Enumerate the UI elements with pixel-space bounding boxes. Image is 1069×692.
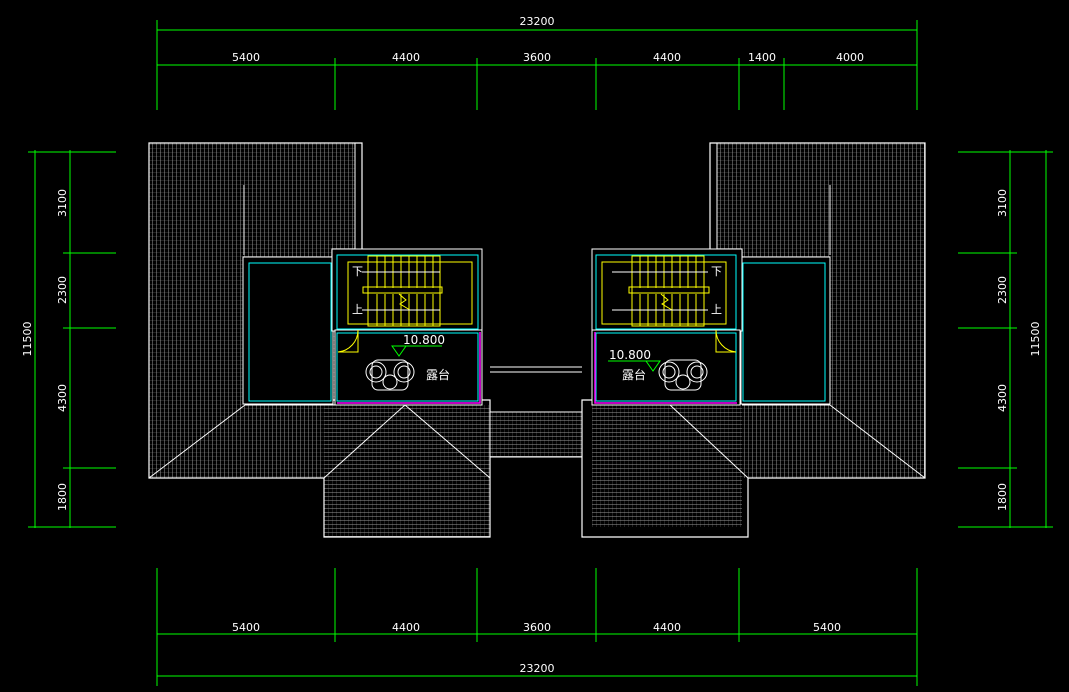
right-room-block	[591, 248, 831, 406]
bottom-total-dim: 23200	[520, 662, 555, 675]
top-dim-4: 4400	[653, 51, 681, 64]
top-dimensions	[156, 20, 918, 110]
top-dim-6: 4000	[836, 51, 864, 64]
left-dimensions	[28, 150, 116, 528]
top-dim-3: 3600	[523, 51, 551, 64]
left-dim-1: 3100	[56, 189, 69, 217]
bottom-dim-3: 3600	[523, 621, 551, 634]
bottom-dimensions	[156, 568, 918, 686]
right-dimensions	[958, 150, 1053, 528]
bottom-dim-1: 5400	[232, 621, 260, 634]
left-door-swing	[337, 329, 359, 353]
right-door-swing	[715, 329, 737, 353]
top-dim-1: 5400	[232, 51, 260, 64]
left-stair-arrows	[362, 271, 440, 311]
left-elevation-mark	[391, 345, 442, 357]
left-dim-3: 4300	[56, 384, 69, 412]
right-total-dim: 11500	[1029, 322, 1042, 357]
left-elevation-label: 10.800	[403, 333, 445, 347]
left-ac-unit-icon	[365, 359, 415, 391]
right-ac-unit-icon	[658, 359, 708, 391]
left-terrace-label: 露台	[426, 367, 450, 382]
right-stair-arrows	[612, 271, 708, 311]
left-room-block	[242, 248, 483, 406]
left-dim-2: 2300	[56, 276, 69, 304]
left-stair-up-label: 上	[352, 303, 363, 316]
bottom-dim-5: 5400	[813, 621, 841, 634]
left-stair-down-label: 下	[352, 265, 363, 278]
right-dim-4: 1800	[996, 483, 1009, 511]
right-terrace-label: 露台	[622, 367, 646, 382]
left-dim-4: 1800	[56, 483, 69, 511]
top-dim-2: 4400	[392, 51, 420, 64]
right-roof	[581, 142, 926, 538]
right-elevation-mark	[608, 360, 661, 372]
right-stair-down-label: 下	[711, 265, 722, 278]
left-total-dim: 11500	[21, 322, 34, 357]
right-elevation-label: 10.800	[609, 348, 651, 362]
right-dim-2: 2300	[996, 276, 1009, 304]
center-connector	[489, 366, 583, 458]
right-dim-3: 4300	[996, 384, 1009, 412]
top-dim-5: 1400	[748, 51, 776, 64]
bottom-dim-2: 4400	[392, 621, 420, 634]
top-total-dim: 23200	[520, 15, 555, 28]
right-stair-up-label: 上	[711, 303, 722, 316]
right-dim-1: 3100	[996, 189, 1009, 217]
bottom-dim-4: 4400	[653, 621, 681, 634]
